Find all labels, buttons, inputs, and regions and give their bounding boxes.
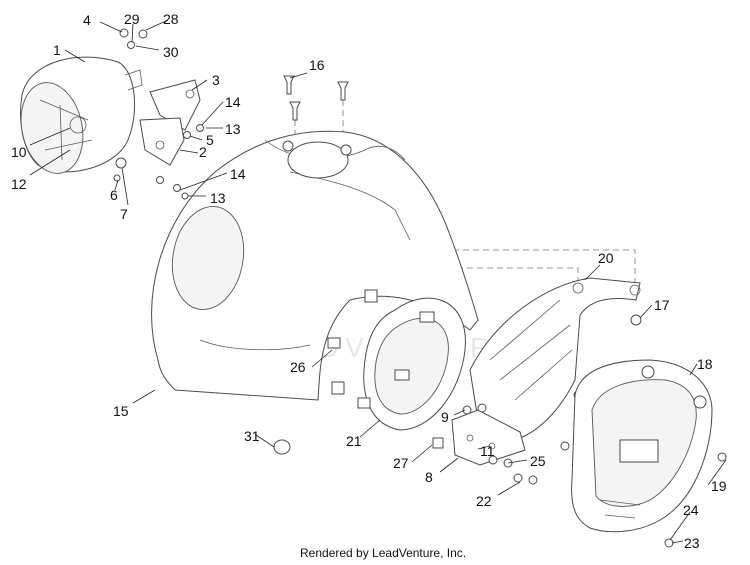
callout-27: 27 xyxy=(393,455,409,471)
callout-5: 5 xyxy=(206,132,214,148)
callout-24: 24 xyxy=(683,502,699,518)
callout-31: 31 xyxy=(244,428,260,444)
callout-15: 15 xyxy=(113,403,129,419)
callout-30: 30 xyxy=(163,44,179,60)
callout-20: 20 xyxy=(598,250,614,266)
callout-labels: 1 2 3 4 5 6 7 8 9 10 11 12 13 13 14 14 1… xyxy=(11,11,727,551)
callout-29: 29 xyxy=(124,11,140,27)
callout-9: 9 xyxy=(441,409,449,425)
callout-28: 28 xyxy=(163,11,179,27)
callout-19: 19 xyxy=(711,478,727,494)
callout-2: 2 xyxy=(199,144,207,160)
mounting-brackets xyxy=(139,79,201,166)
headlight-bucket xyxy=(20,56,143,174)
top-screws xyxy=(283,75,349,121)
callout-26: 26 xyxy=(290,359,306,375)
leader-lines xyxy=(29,19,727,544)
callout-8: 8 xyxy=(425,469,433,485)
callout-14a: 14 xyxy=(225,94,241,110)
footer-credit: Rendered by LeadVenture, Inc. xyxy=(300,546,466,560)
headlight-hardware xyxy=(113,28,204,200)
clips xyxy=(273,289,444,455)
callout-11: 11 xyxy=(480,443,495,459)
callout-21: 21 xyxy=(346,433,362,449)
callout-23: 23 xyxy=(684,535,700,551)
callout-25: 25 xyxy=(530,453,546,469)
callout-6: 6 xyxy=(110,187,118,203)
callout-18: 18 xyxy=(697,356,713,372)
callout-16: 16 xyxy=(309,57,325,73)
callout-13a: 13 xyxy=(225,121,241,137)
callout-12: 12 xyxy=(11,176,27,192)
callout-22: 22 xyxy=(476,493,492,509)
callout-3: 3 xyxy=(212,72,220,88)
callout-7: 7 xyxy=(120,206,128,222)
callout-14b: 14 xyxy=(230,166,246,182)
callout-13b: 13 xyxy=(210,190,226,206)
fairing-cover xyxy=(571,359,713,533)
callout-10: 10 xyxy=(11,144,27,160)
support-bracket xyxy=(469,277,641,439)
callout-17: 17 xyxy=(654,297,670,313)
callout-1: 1 xyxy=(53,42,61,58)
callout-4: 4 xyxy=(83,12,91,28)
mounting-ring xyxy=(327,297,466,431)
front-fender xyxy=(151,130,479,401)
